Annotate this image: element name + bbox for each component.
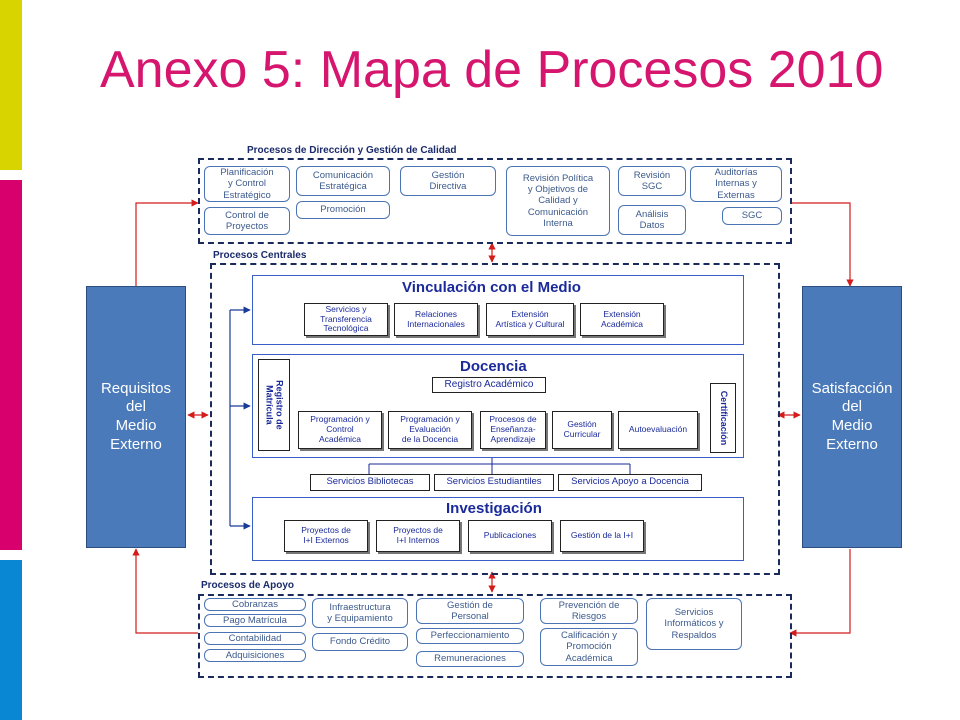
box-proyectos-internos: Proyectos de I+I Internos bbox=[376, 520, 460, 552]
box-comunicacion: Comunicación Estratégica bbox=[296, 166, 390, 196]
box-analisis-datos: Análisis Datos bbox=[618, 205, 686, 235]
vinculacion-title: Vinculación con el Medio bbox=[402, 279, 581, 296]
box-programacion-control: Programación y Control Académica bbox=[298, 411, 382, 449]
box-publicaciones: Publicaciones bbox=[468, 520, 552, 552]
box-satisfaccion-medio-externo: Satisfacción del Medio Externo bbox=[802, 286, 902, 548]
docencia-title: Docencia bbox=[460, 358, 527, 375]
box-gestion-curricular: Gestión Curricular bbox=[552, 411, 612, 449]
box-control-proyectos: Control de Proyectos bbox=[204, 207, 290, 235]
box-proyectos-externos: Proyectos de I+I Externos bbox=[284, 520, 368, 552]
box-registro-matricula: Registro de Matrícula bbox=[258, 359, 290, 451]
box-remuneraciones: Remuneraciones bbox=[416, 651, 524, 667]
box-certificacion: Certificación bbox=[710, 383, 736, 453]
registro-matricula-label: Registro de Matrícula bbox=[265, 380, 285, 430]
stripe-magenta bbox=[0, 180, 22, 550]
box-extension-academica: Extensión Académica bbox=[580, 303, 664, 336]
box-relaciones-internacionales: Relaciones Internacionales bbox=[394, 303, 478, 336]
section-centrales bbox=[210, 263, 780, 575]
box-programacion-evaluacion: Programación y Evaluación de la Docencia bbox=[388, 411, 472, 449]
box-gestion-directiva: Gestión Directiva bbox=[400, 166, 496, 196]
box-procesos-ensenanza: Procesos de Enseñanza- Aprendizaje bbox=[480, 411, 546, 449]
box-sgc: SGC bbox=[722, 207, 782, 225]
box-cobranzas: Cobranzas bbox=[204, 598, 306, 611]
box-servicios-apoyo-docencia: Servicios Apoyo a Docencia bbox=[558, 474, 702, 491]
box-pago-matricula: Pago Matrícula bbox=[204, 614, 306, 627]
box-gestion-ii: Gestión de la I+I bbox=[560, 520, 644, 552]
box-adquisiciones: Adquisiciones bbox=[204, 649, 306, 662]
box-promocion: Promoción bbox=[296, 201, 390, 219]
box-prevencion-riesgos: Prevención de Riesgos bbox=[540, 598, 638, 624]
certificacion-label: Certificación bbox=[718, 390, 729, 446]
box-servicios-transferencia: Servicios y Transferencia Tecnológica bbox=[304, 303, 388, 336]
box-requisitos-medio-externo: Requisitos del Medio Externo bbox=[86, 286, 186, 548]
box-registro-academico: Registro Académico bbox=[432, 377, 546, 393]
section-direccion bbox=[198, 158, 792, 244]
section-apoyo bbox=[198, 594, 792, 678]
page-title: Anexo 5: Mapa de Procesos 2010 bbox=[100, 41, 884, 99]
box-fondo-credito: Fondo Crédito bbox=[312, 633, 408, 651]
box-gestion-personal: Gestión de Personal bbox=[416, 598, 524, 624]
stripe-yellow bbox=[0, 0, 22, 170]
box-planificacion: Planificación y Control Estratégico bbox=[204, 166, 290, 202]
section-label-direccion: Procesos de Dirección y Gestión de Calid… bbox=[247, 145, 457, 156]
box-infraestructura: Infraestructura y Equipamiento bbox=[312, 598, 408, 628]
box-extension-artistica: Extensión Artística y Cultural bbox=[486, 303, 574, 336]
investigacion-title: Investigación bbox=[446, 500, 542, 517]
box-autoevaluacion: Autoevaluación bbox=[618, 411, 698, 449]
box-servicios-bibliotecas: Servicios Bibliotecas bbox=[310, 474, 430, 491]
box-auditorias: Auditorías Internas y Externas bbox=[690, 166, 782, 202]
section-label-apoyo: Procesos de Apoyo bbox=[201, 580, 294, 591]
section-label-centrales: Procesos Centrales bbox=[213, 250, 307, 261]
stripe-blue bbox=[0, 560, 22, 720]
box-servicios-informaticos: Servicios Informáticos y Respaldos bbox=[646, 598, 742, 650]
box-revision-sgc: Revisión SGC bbox=[618, 166, 686, 196]
box-servicios-estudiantiles: Servicios Estudiantiles bbox=[434, 474, 554, 491]
box-perfeccionamiento: Perfeccionamiento bbox=[416, 628, 524, 644]
box-contabilidad: Contabilidad bbox=[204, 632, 306, 645]
box-revision-politica: Revisión Política y Objetivos de Calidad… bbox=[506, 166, 610, 236]
box-calificacion-promocion: Calificación y Promoción Académica bbox=[540, 628, 638, 666]
